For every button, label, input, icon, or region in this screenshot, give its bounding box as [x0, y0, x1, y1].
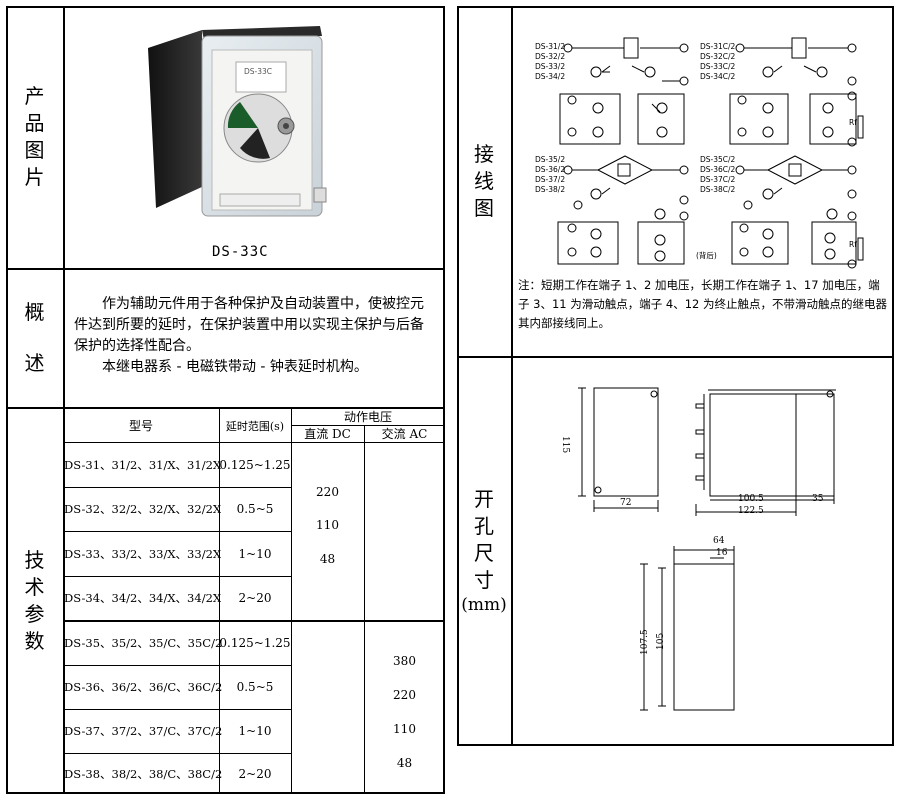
- table-row-divider: [63, 576, 292, 577]
- table-row-model: DS-31、31/2、31/X、31/2X: [64, 458, 222, 472]
- left-panel: [6, 6, 445, 794]
- table-row-range: 0.5~5: [236, 502, 274, 516]
- wiring-note: 注：短期工作在端子 1、2 加电压，长期工作在端子 1、17 加电压，端子 3、…: [518, 278, 888, 330]
- table-header-divider: [63, 442, 445, 443]
- table-row-divider: [63, 665, 292, 666]
- wiring-bottom-left: [557, 155, 689, 265]
- ac-voltage-value: 380: [393, 654, 416, 668]
- ac-voltage-value: 220: [393, 688, 416, 702]
- wiring-bottom-right: [731, 155, 864, 269]
- left-divider-1: [6, 268, 445, 270]
- dim-cut-width: 64: [713, 536, 725, 546]
- dc-voltage-value: 220: [316, 485, 339, 499]
- rf-label-top: Rf: [849, 118, 857, 127]
- ac-voltage-value: 110: [393, 722, 416, 736]
- table-header-dc: 直流 DC: [304, 427, 351, 441]
- dim-total-depth: 122.5: [738, 506, 764, 516]
- table-group-divider: [63, 620, 445, 622]
- product-image-label: 产品 图片: [24, 84, 45, 189]
- overview-paragraph-2: 本继电器系 - 电磁铁带动 - 钟表延时机构。: [102, 359, 368, 375]
- wiring-top-left: [559, 37, 689, 145]
- ac-voltage-value: 48: [396, 756, 413, 770]
- wiring-top-right: [729, 37, 864, 147]
- table-row-divider: [63, 753, 292, 754]
- left-label-divider: [63, 6, 65, 794]
- table-col-divider-1: [219, 409, 220, 794]
- left-divider-2: [6, 407, 445, 409]
- table-row-model: DS-34、34/2、34/X、34/2X: [64, 591, 222, 605]
- table-header-voltage: 动作电压: [343, 410, 392, 424]
- dc-voltage-value: 110: [316, 518, 339, 532]
- right-divider: [457, 356, 894, 358]
- overview-label: 概述: [24, 299, 45, 375]
- dim-rear-depth: 35: [812, 494, 824, 504]
- dim-front-width: 72: [620, 498, 632, 508]
- rf-label-bottom: Rf: [849, 240, 857, 249]
- table-row-range: 0.5~5: [236, 680, 274, 694]
- wiring-diagram-label: 接线图: [474, 141, 494, 220]
- dim-body-depth: 100.5: [738, 494, 764, 504]
- table-row-model: DS-38、38/2、38/C、38C/2: [64, 766, 223, 781]
- table-row-divider: [63, 531, 292, 532]
- table-row-range: 1~10: [238, 724, 272, 738]
- table-row-model: DS-32、32/2、32/X、32/2X: [64, 502, 222, 516]
- table-row-model: DS-35、35/2、35/C、35C/2: [64, 636, 223, 650]
- table-col-divider-2: [291, 409, 292, 794]
- table-row-model: DS-33、33/2、33/X、33/2X: [64, 546, 222, 561]
- table-row-divider: [63, 487, 292, 488]
- table-header-model: 型号: [128, 419, 153, 433]
- right-panel: [457, 6, 894, 746]
- tech-params-label: 技术 参数: [24, 547, 45, 653]
- right-label-divider: [511, 6, 513, 746]
- table-row-range: 2~20: [238, 766, 272, 781]
- overview-paragraph-1: 作为辅助元件用于各种保护及自动装置中，使被控元件达到所要的延时，在保护装置中用以…: [74, 296, 424, 354]
- table-header-ac: 交流 AC: [381, 427, 428, 441]
- wiring-diagram: [557, 37, 864, 269]
- cutout-size-label: 开孔 尺寸 (mm): [461, 486, 507, 615]
- table-row-divider: [63, 709, 292, 710]
- table-row-model: DS-37、37/2、37/C、37C/2: [64, 724, 223, 738]
- table-header-range: 延时范围(s): [225, 419, 285, 433]
- table-row-range: 0.125~1.25: [219, 636, 291, 650]
- dim-cut-height-2: 105: [656, 632, 666, 650]
- table-row-range: 0.125~1.25: [219, 458, 291, 472]
- dc-voltage-value: 48: [319, 552, 336, 566]
- table-voltage-sub-divider: [291, 425, 445, 426]
- dim-cut-height-1: 107.5: [640, 629, 650, 655]
- table-row-range: 2~20: [238, 591, 272, 605]
- rear-view-label: (背后): [696, 251, 717, 260]
- svg-text:DS-33C: DS-33C: [244, 67, 272, 76]
- table-row-model: DS-36、36/2、36/C、36C/2: [64, 680, 223, 694]
- dim-cut-slot: 16: [716, 548, 728, 558]
- overview-text: 作为辅助元件用于各种保护及自动装置中，使被控元件达到所要的延时，在保护装置中用以…: [74, 294, 434, 378]
- table-col-divider-3: [364, 425, 365, 794]
- dim-height: 115: [560, 436, 570, 454]
- product-photo: DS-33C: [148, 26, 327, 217]
- product-caption: DS-33C: [212, 244, 269, 260]
- table-row-range: 1~10: [238, 546, 272, 561]
- cutout-dimension-drawing: [578, 387, 836, 711]
